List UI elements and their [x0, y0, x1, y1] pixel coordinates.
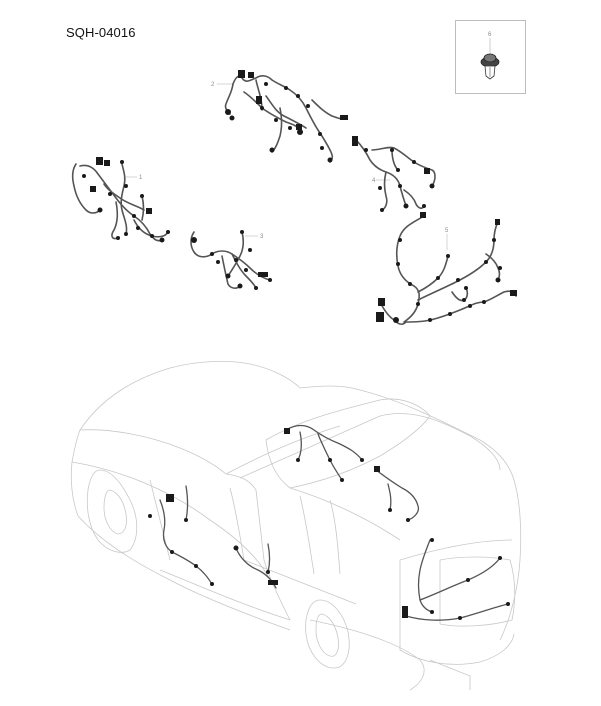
harness-4[interactable]: 4 — [352, 136, 436, 212]
harness-3[interactable]: 3 — [190, 230, 272, 290]
fastener-inset-box[interactable] — [455, 20, 526, 94]
callout-6[interactable]: 6 — [488, 32, 492, 38]
diagram-code: SQH-04016 — [66, 25, 136, 40]
harness-5[interactable]: 5 — [376, 212, 517, 325]
callout-3[interactable]: 3 — [260, 234, 264, 240]
harness-1[interactable]: 1 — [71, 157, 170, 243]
fastener-clip-icon[interactable]: 6 — [480, 32, 500, 80]
callout-2[interactable]: 2 — [211, 82, 215, 88]
installed-harnesses — [148, 424, 510, 621]
harness-2[interactable]: 2 — [211, 70, 348, 163]
vehicle-outline — [70, 360, 522, 691]
callout-4[interactable]: 4 — [372, 178, 376, 184]
callout-1[interactable]: 1 — [139, 175, 143, 181]
callout-5[interactable]: 5 — [445, 228, 449, 234]
